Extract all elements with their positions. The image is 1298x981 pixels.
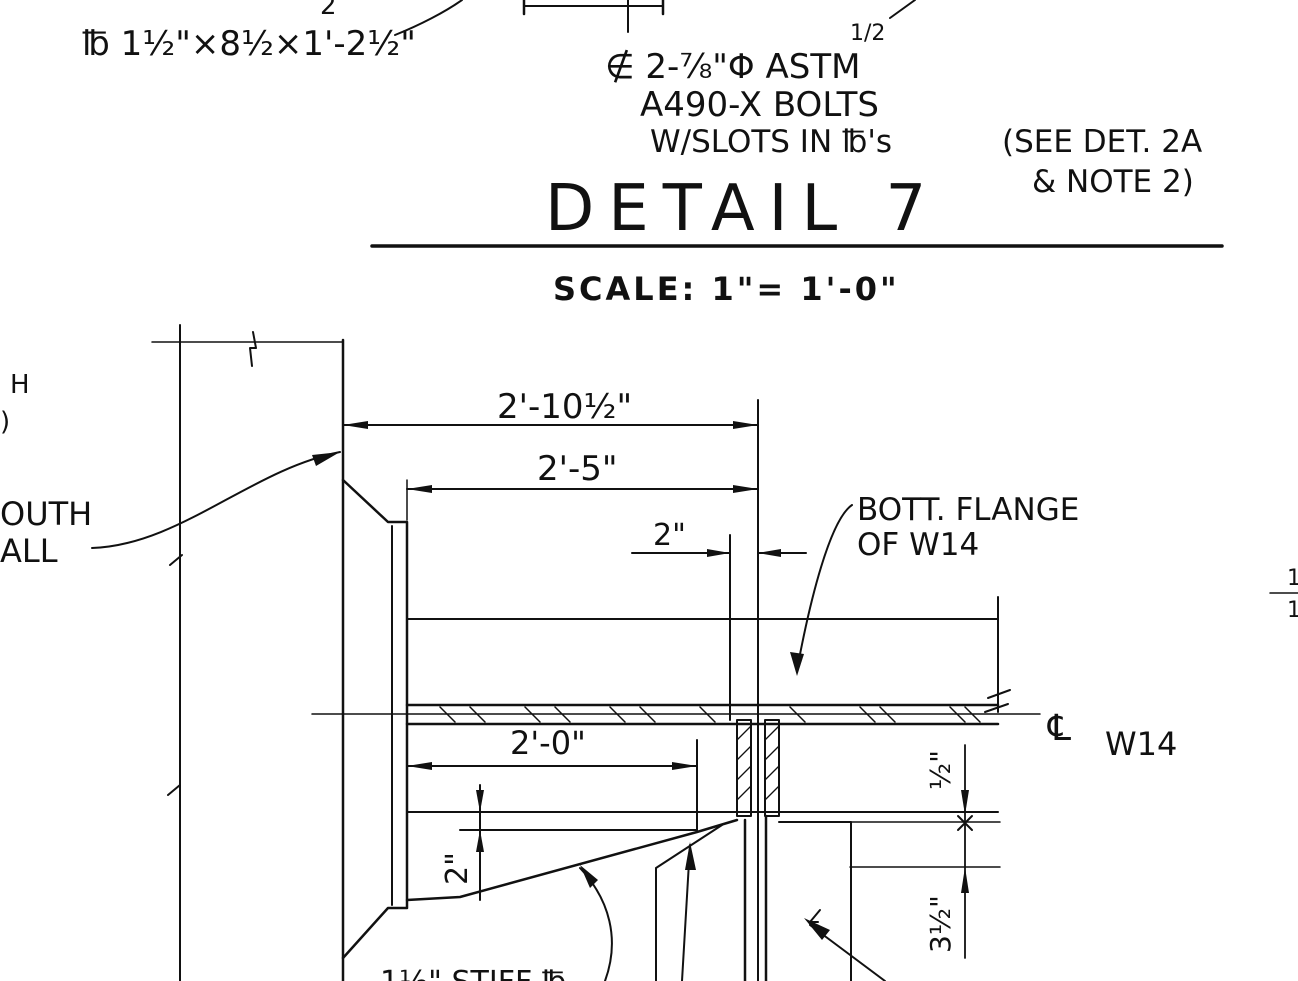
centerline-label: W14 — [1105, 725, 1177, 763]
left-fragment-paren: ) — [0, 407, 10, 437]
see-note-2: & NOTE 2) — [1032, 164, 1194, 200]
dim-arrow-g — [407, 762, 432, 770]
web-tag — [809, 909, 821, 923]
bolts-line-1: ∉ 2-⅞"Φ ASTM — [605, 47, 860, 87]
stiffener-slope — [405, 818, 739, 902]
dim-arrow-h — [672, 762, 697, 770]
dim-arrow-l — [961, 867, 969, 893]
see-detail-note: (SEE DET. 2A — [1002, 124, 1202, 160]
dim-2-0: 2'-0" — [510, 724, 586, 762]
stiffener-leader — [579, 867, 613, 981]
south-wall-leader — [91, 451, 341, 549]
top-leader-right — [889, 0, 916, 19]
bolt-plate-left — [736, 719, 752, 817]
dim-arrow-d — [733, 485, 758, 493]
bolts-line-3: W/SLOTS IN ℔'s — [650, 124, 892, 160]
flange-leader — [796, 504, 853, 671]
dim-half-vert: ½" — [924, 750, 957, 790]
flange-label-1: BOTT. FLANGE — [857, 492, 1079, 528]
stiffener-arrow — [580, 865, 598, 888]
dim-3-half-vert: 3½" — [924, 895, 957, 953]
detail-title: DETAIL 7 — [545, 172, 940, 246]
wall-break-marks — [167, 554, 183, 796]
web-plate-right — [778, 821, 852, 981]
dim-arrow-a — [343, 421, 368, 429]
bolt-plate-right — [764, 719, 780, 817]
centerline-symbol: ℄ — [1047, 708, 1071, 749]
bolt-plate-hatch — [736, 725, 780, 801]
south-wall-arrow — [312, 452, 340, 466]
flange-hatch — [439, 706, 981, 723]
dim-2-vert: 2" — [440, 852, 475, 885]
scale-text: SCALE: 1"= 1'-0" — [553, 270, 900, 308]
stiff-label: 1½" STIFF ℔ — [380, 965, 566, 981]
flange-arrow — [790, 652, 804, 676]
plate-label: ℔ 1½"×8½×1'-2½" — [82, 24, 416, 64]
dim-arrow-i — [476, 790, 484, 812]
south-wall-label-2: ALL — [0, 532, 58, 570]
web-arrow — [804, 918, 830, 940]
wall-break-top — [249, 331, 257, 367]
dim-2-5: 2'-5" — [537, 449, 618, 489]
dim-arrow-b — [733, 421, 758, 429]
end-plate — [341, 478, 409, 960]
left-fragment-h: H — [10, 370, 30, 400]
plate-leader — [394, 0, 463, 36]
dim-arrow-j — [476, 830, 484, 852]
right-fragment-2: 1 — [1287, 598, 1298, 623]
south-wall-label-1: OUTH — [0, 495, 92, 533]
dim-arrow-f — [758, 549, 781, 557]
dim-arrow-c — [407, 485, 432, 493]
right-fragment-1: 1 — [1287, 566, 1298, 591]
beam-break — [984, 689, 1011, 713]
top-fraction: 1/2 — [850, 21, 885, 46]
dim-2-10-half: 2'-10½" — [497, 387, 632, 427]
dim-cross — [957, 815, 973, 831]
bolts-line-2: A490-X BOLTS — [640, 85, 879, 125]
dim-arrow-e — [707, 549, 730, 557]
dim-2: 2" — [653, 518, 686, 553]
flange-label-2: OF W14 — [857, 527, 979, 563]
dim-arrow-k — [961, 790, 969, 815]
plate-arrow-2 — [685, 842, 696, 870]
top-fragment-2: 2 — [320, 0, 337, 21]
